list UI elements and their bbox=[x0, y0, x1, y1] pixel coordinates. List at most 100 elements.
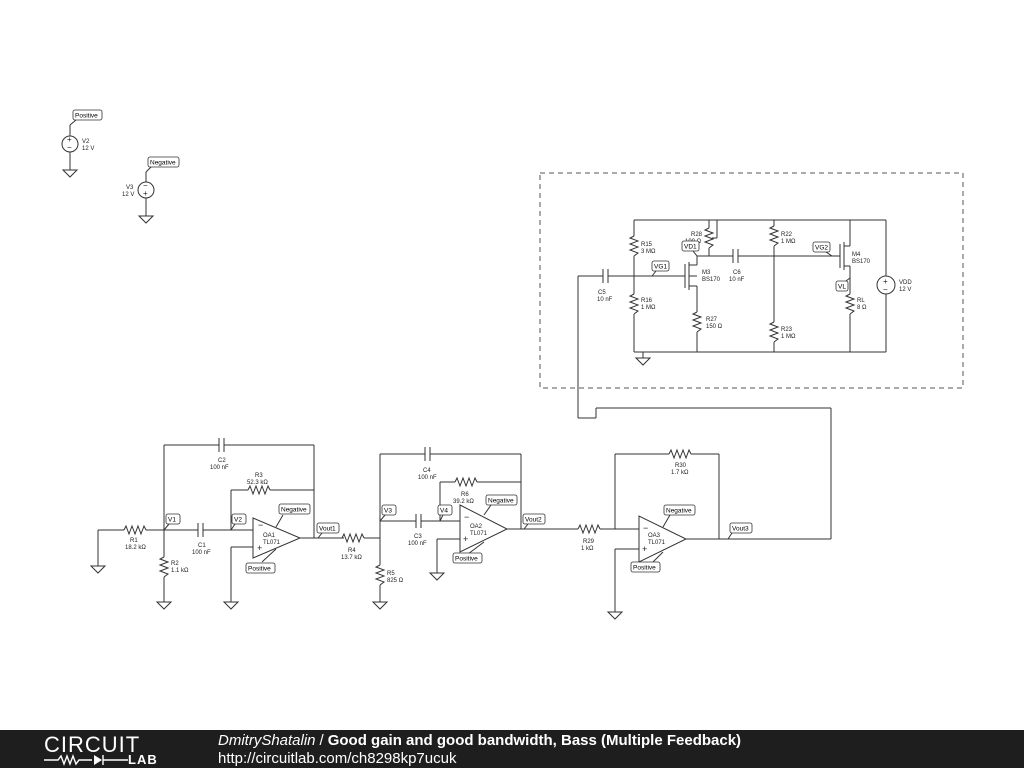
svg-text:V2: V2 bbox=[234, 517, 242, 524]
net-tag-v3: V3 bbox=[379, 504, 397, 522]
r5-value: 825 Ω bbox=[387, 578, 404, 584]
svg-text:Positive: Positive bbox=[248, 566, 271, 573]
net-tag-positive-oa2: Positive bbox=[452, 552, 483, 564]
svg-text:Positive: Positive bbox=[75, 113, 98, 120]
svg-text:Negative: Negative bbox=[150, 160, 176, 167]
net-tag-negative-top: Negative bbox=[145, 156, 180, 173]
m3-value: BS170 bbox=[702, 277, 721, 283]
stage3-wiring: − + bbox=[577, 275, 832, 620]
oa2-name: OA2 bbox=[470, 524, 483, 530]
r15-value: 3 MΩ bbox=[641, 249, 656, 255]
title-separator: / bbox=[319, 732, 324, 749]
oa3-name: OA3 bbox=[648, 533, 661, 539]
r28-name: R28 bbox=[691, 232, 703, 238]
r4-value: 13.7 kΩ bbox=[341, 555, 362, 561]
net-tag-v1: V1 bbox=[163, 513, 181, 531]
net-tag-positive-oa3: Positive bbox=[630, 561, 661, 573]
v2-value: 12 V bbox=[82, 146, 94, 152]
author-name[interactable]: DmitryShatalin bbox=[218, 732, 316, 749]
r22-value: 1 MΩ bbox=[781, 239, 796, 245]
r5-name: R5 bbox=[387, 571, 395, 577]
circuit-url[interactable]: http://circuitlab.com/ch8298kp7ucuk bbox=[218, 750, 457, 767]
svg-text:+: + bbox=[143, 189, 148, 198]
c6-name: C6 bbox=[733, 270, 741, 276]
r27-value: 150 Ω bbox=[706, 324, 723, 330]
svg-text:+: + bbox=[257, 543, 262, 553]
c3-value: 100 nF bbox=[408, 541, 427, 547]
r6-value: 39.2 kΩ bbox=[453, 499, 474, 505]
svg-text:−: − bbox=[464, 512, 469, 522]
m3-name: M3 bbox=[702, 270, 711, 276]
svg-text:Negative: Negative bbox=[666, 508, 692, 515]
r3-value: 52.3 kΩ bbox=[247, 480, 268, 486]
net-tag-v2: V2 bbox=[230, 513, 247, 531]
circuit-title: Good gain and good bandwidth, Bass (Mult… bbox=[327, 732, 742, 749]
c5-name: C5 bbox=[598, 290, 606, 296]
net-tag-vl: VL bbox=[835, 277, 851, 292]
source-v2[interactable]: + − V2 12 V bbox=[61, 125, 94, 178]
r27-name: R27 bbox=[706, 317, 718, 323]
net-tag-vg2: VG2 bbox=[812, 241, 833, 257]
svg-text:V1: V1 bbox=[168, 517, 176, 524]
c1-value: 100 nF bbox=[192, 550, 211, 556]
svg-text:+: + bbox=[642, 544, 647, 554]
c5-value: 10 nF bbox=[597, 297, 613, 303]
c2-value: 100 nF bbox=[210, 465, 229, 471]
m4-value: BS170 bbox=[852, 259, 871, 265]
svg-text:VL: VL bbox=[838, 284, 846, 291]
r30-name: R30 bbox=[675, 463, 687, 469]
stage2-wiring: − + bbox=[314, 447, 578, 610]
svg-text:VD1: VD1 bbox=[684, 244, 697, 251]
svg-text:V3: V3 bbox=[384, 508, 392, 515]
r2-value: 1.1 kΩ bbox=[171, 568, 189, 574]
svg-text:+: + bbox=[463, 534, 468, 544]
net-tag-positive-oa1: Positive bbox=[245, 562, 276, 574]
r30-value: 1.7 kΩ bbox=[671, 470, 689, 476]
svg-text:Positive: Positive bbox=[455, 556, 478, 563]
rl-value: 8 Ω bbox=[857, 305, 867, 311]
m4-name: M4 bbox=[852, 252, 861, 258]
logo-waveform-icon bbox=[44, 754, 128, 766]
c1-name: C1 bbox=[198, 543, 206, 549]
r4-name: R4 bbox=[348, 548, 356, 554]
stage1-wiring: − + bbox=[89, 438, 344, 610]
r29-name: R29 bbox=[583, 539, 595, 545]
net-tag-negative-oa1: Negative bbox=[278, 503, 311, 515]
net-tag-vd1: VD1 bbox=[681, 240, 700, 257]
svg-text:+: + bbox=[67, 135, 72, 144]
svg-text:VG1: VG1 bbox=[654, 264, 667, 271]
oa1-name: OA1 bbox=[263, 533, 276, 539]
r23-name: R23 bbox=[781, 327, 793, 333]
svg-text:−: − bbox=[67, 143, 72, 152]
svg-text:Negative: Negative bbox=[488, 498, 514, 505]
svg-text:Negative: Negative bbox=[281, 507, 307, 514]
v3-value: 12 V bbox=[122, 192, 134, 198]
r23-value: 1 MΩ bbox=[781, 334, 796, 340]
svg-text:Vout2: Vout2 bbox=[525, 517, 542, 524]
c3-name: C3 bbox=[414, 534, 422, 540]
net-tag-vout1: Vout1 bbox=[316, 522, 340, 539]
r16-name: R16 bbox=[641, 298, 653, 304]
c4-value: 100 nF bbox=[418, 475, 437, 481]
mosfet-stage-wiring: + − bbox=[602, 219, 896, 366]
net-tag-v4: V4 bbox=[437, 504, 453, 522]
r3-name: R3 bbox=[255, 473, 263, 479]
c2-name: C2 bbox=[218, 458, 226, 464]
c6-value: 10 nF bbox=[729, 277, 745, 283]
svg-text:−: − bbox=[643, 523, 648, 533]
circuitlab-logo-text[interactable]: CIRCUIT bbox=[44, 732, 141, 757]
svg-text:+: + bbox=[883, 277, 888, 286]
r6-name: R6 bbox=[461, 492, 469, 498]
vdd-name: VDD bbox=[899, 280, 912, 286]
svg-text:Positive: Positive bbox=[633, 565, 656, 572]
rl-name: RL bbox=[857, 298, 865, 304]
oa2-value: TL071 bbox=[470, 531, 488, 537]
footer-bar: CIRCUIT LAB DmitryShatalin/Good gain and… bbox=[0, 730, 1024, 768]
svg-text:Vout1: Vout1 bbox=[319, 526, 336, 533]
source-v3[interactable]: − + V3 12 V bbox=[122, 172, 155, 224]
circuit-title-line: DmitryShatalin/Good gain and good bandwi… bbox=[218, 732, 741, 749]
net-tag-vout2: Vout2 bbox=[522, 513, 546, 530]
svg-text:−: − bbox=[143, 181, 148, 190]
oa3-value: TL071 bbox=[648, 540, 666, 546]
net-tag-negative-oa3: Negative bbox=[663, 504, 696, 516]
